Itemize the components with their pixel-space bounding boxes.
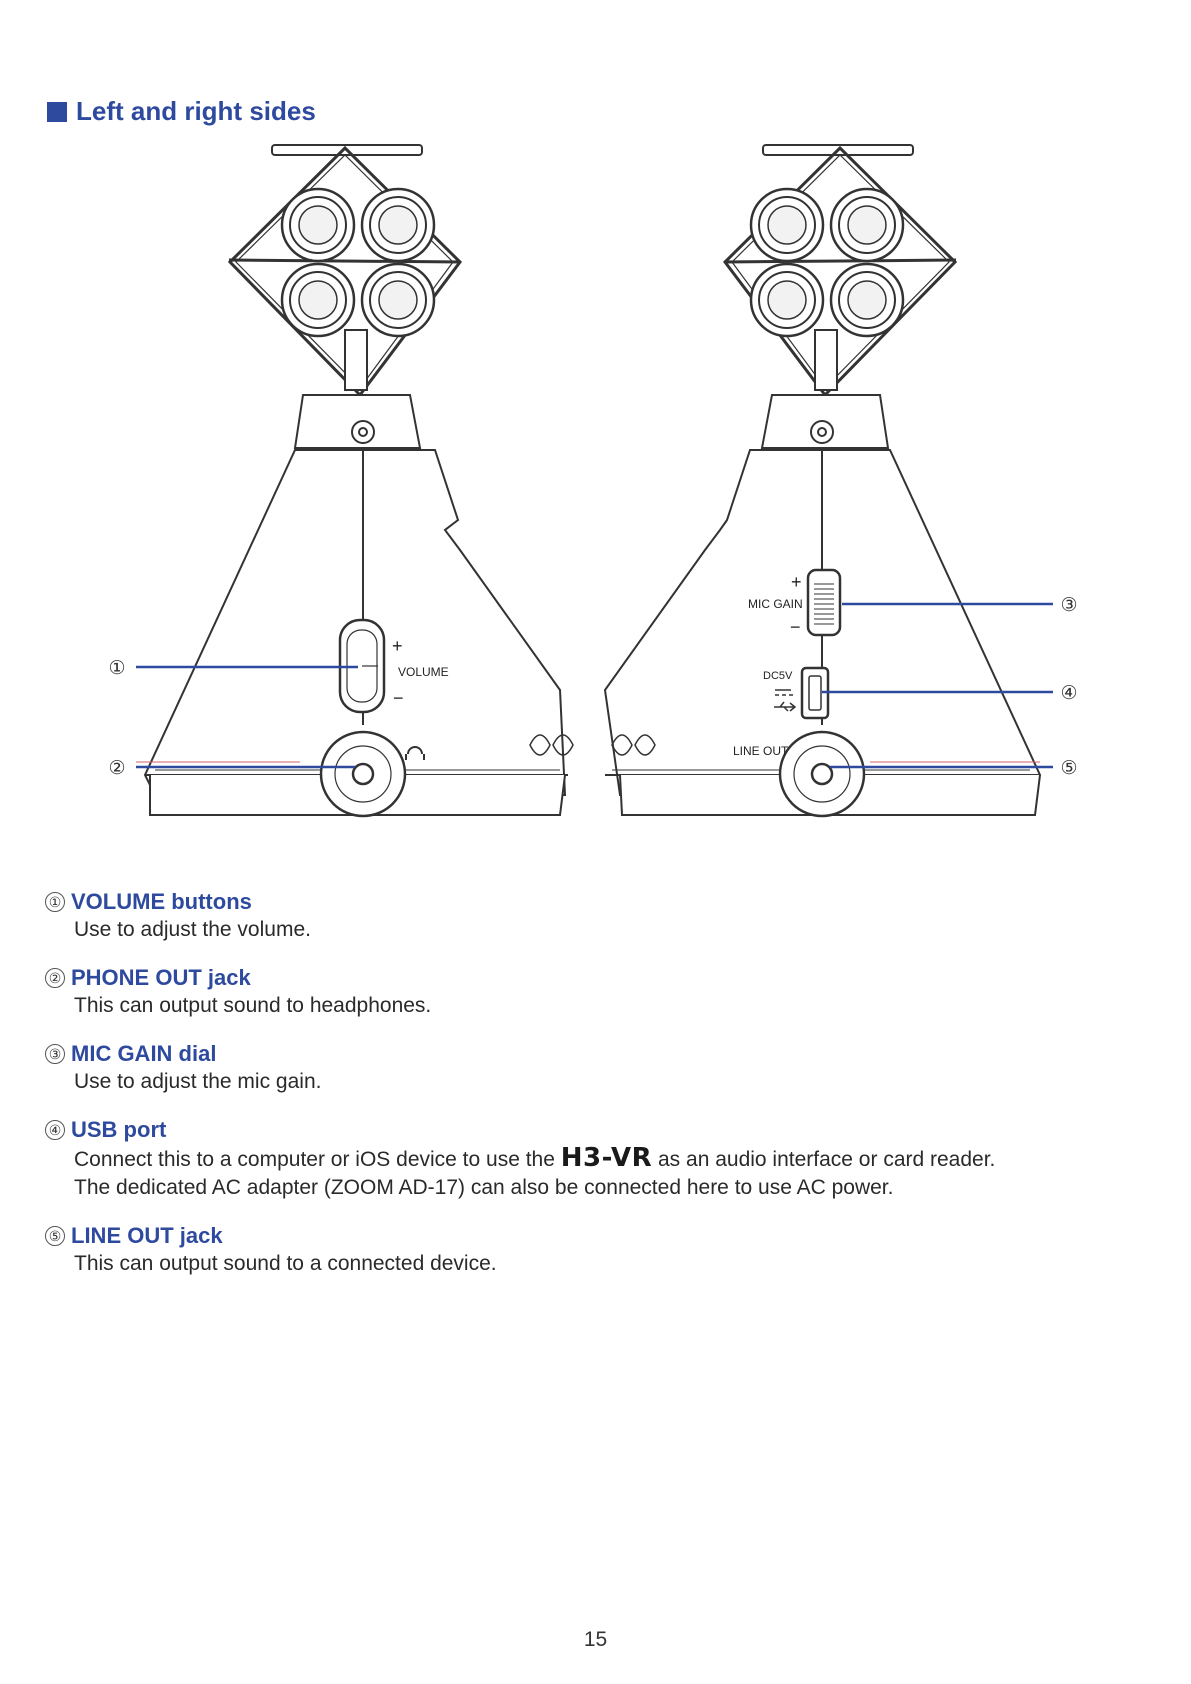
callout-number-2: ② (108, 758, 125, 779)
item-title: VOLUME buttons (71, 889, 252, 914)
mic-gain-label: MIC GAIN (748, 597, 803, 611)
right-mic-cage (723, 145, 958, 398)
device-side-views-diagram: + VOLUME − (108, 144, 1078, 818)
feature-item-phone-out: ② PHONE OUT jack This can output sound t… (45, 964, 1145, 1020)
mic-gain-plus-label: + (791, 572, 802, 592)
callout-number-1: ① (108, 658, 125, 679)
item-number: ② (45, 968, 65, 988)
volume-minus-label: − (393, 688, 404, 708)
item-number: ⑤ (45, 1226, 65, 1246)
product-brand-name: H3-VR (560, 1143, 653, 1173)
feature-item-volume: ① VOLUME buttons Use to adjust the volum… (45, 888, 1145, 944)
item-description: This can output sound to headphones. (74, 994, 432, 1017)
item-title: PHONE OUT jack (71, 965, 251, 990)
line-out-label: LINE OUT (733, 744, 789, 758)
square-bullet-icon (47, 101, 67, 122)
item-description: This can output sound to a connected dev… (74, 1252, 497, 1275)
volume-plus-label: + (392, 636, 403, 656)
item-number: ③ (45, 1044, 65, 1064)
callout-lines (136, 602, 1053, 769)
item-description-prefix: Connect this to a computer or iOS device… (74, 1148, 561, 1171)
item-number: ④ (45, 1120, 65, 1140)
right-top-bar (762, 144, 914, 156)
callout-number-3: ③ (1060, 595, 1077, 616)
item-description-second-line: The dedicated AC adapter (ZOOM AD-17) ca… (74, 1176, 894, 1199)
mic-gain-minus-label: − (790, 617, 801, 637)
item-title: MIC GAIN dial (71, 1041, 217, 1066)
left-side-view (143, 144, 574, 818)
mic-gain-dial (806, 568, 842, 637)
item-number: ① (45, 892, 65, 912)
left-top-bar (271, 144, 423, 156)
feature-item-mic-gain: ③ MIC GAIN dial Use to adjust the mic ga… (45, 1040, 1145, 1096)
item-description: Use to adjust the volume. (74, 918, 311, 941)
callout-number-4: ④ (1060, 683, 1077, 704)
feature-list: ① VOLUME buttons Use to adjust the volum… (45, 888, 1145, 1298)
item-title: LINE OUT jack (71, 1223, 223, 1248)
callout-number-5: ⑤ (1060, 758, 1077, 779)
dc-symbol-icon (775, 689, 793, 696)
item-description: Connect this to a computer or iOS device… (74, 1144, 1145, 1174)
volume-label: VOLUME (398, 665, 449, 679)
dc5v-label: DC5V (763, 670, 793, 682)
section-title: Left and right sides (47, 96, 316, 127)
mic-gain-dial-ridges (814, 583, 834, 625)
feature-item-line-out: ⑤ LINE OUT jack This can output sound to… (45, 1222, 1145, 1278)
right-side-view (603, 144, 1042, 818)
section-title-text: Left and right sides (76, 96, 316, 126)
headphones-icon (405, 746, 425, 760)
item-title: USB port (71, 1117, 167, 1142)
feature-item-usb-port: ④ USB port Connect this to a computer or… (45, 1116, 1145, 1202)
item-description: Use to adjust the mic gain. (74, 1070, 322, 1093)
item-description-suffix: as an audio interface or card reader. (652, 1148, 996, 1171)
page-number: 15 (583, 1628, 608, 1651)
usb-symbol-icon (774, 701, 797, 712)
